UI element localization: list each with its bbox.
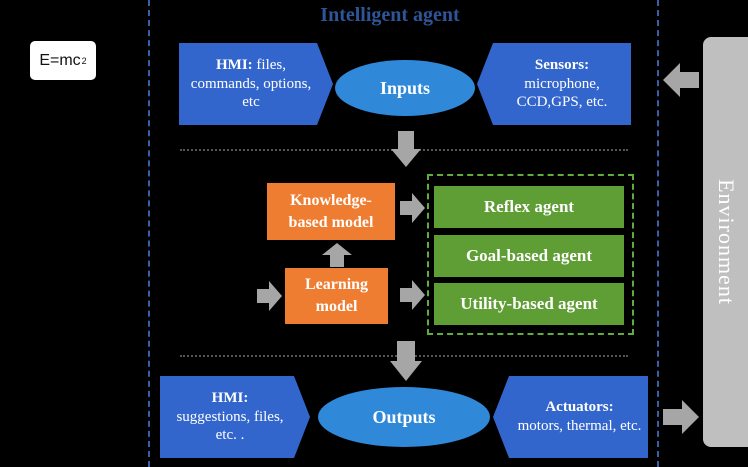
hmi-output-box: HMI: suggestions, files, etc. . bbox=[166, 376, 294, 458]
hmi-output-box-shape bbox=[160, 376, 310, 458]
arrow-learning-to-agents bbox=[400, 280, 425, 310]
knowledge-line-2: based model bbox=[288, 213, 374, 231]
environment-label: Environment bbox=[713, 179, 739, 305]
reflex-agent-box: Reflex agent bbox=[434, 186, 624, 228]
inputs-ellipse: Inputs bbox=[335, 60, 475, 116]
agents-group bbox=[427, 174, 634, 335]
knowledge-line-1: Knowledge- bbox=[290, 191, 372, 209]
arrow-learning-up bbox=[322, 243, 352, 267]
hmi-output-text: suggestions, files, etc. . bbox=[176, 408, 284, 444]
knowledge-model-box: Knowledge- based model bbox=[267, 183, 395, 240]
arrow-inputs-down bbox=[391, 131, 421, 167]
sensors-box: Sensors: microphone, CCD,GPS, etc. bbox=[497, 43, 627, 125]
agent-boundary-left bbox=[148, 0, 150, 467]
hmi-output-label: HMI: bbox=[211, 389, 249, 406]
logo-superscript: 2 bbox=[81, 55, 87, 66]
arrow-into-learning bbox=[257, 281, 282, 311]
hmi-input-text: files, commands, options, etc bbox=[190, 56, 312, 111]
learning-model-box: Learning model bbox=[285, 268, 388, 324]
sensors-box-shape bbox=[477, 43, 631, 125]
hmi-input-box: HMI: files, commands, options, etc bbox=[186, 43, 316, 125]
logo-text: E=mc bbox=[39, 51, 81, 69]
learning-line-1: Learning bbox=[304, 276, 369, 294]
goal-based-agent-box: Goal-based agent bbox=[434, 235, 624, 277]
arrow-outputs-down bbox=[390, 341, 422, 381]
actuators-box-shape bbox=[493, 376, 648, 458]
actuators-box: Actuators: motors, thermal, etc. bbox=[513, 376, 646, 458]
sensors-label: Sensors: bbox=[534, 56, 590, 73]
outputs-ellipse: Outputs bbox=[318, 387, 490, 447]
learning-line-2: model bbox=[315, 298, 358, 315]
arrow-knowledge-to-agents bbox=[400, 193, 425, 223]
sensors-text: microphone, CCD,GPS, etc. bbox=[516, 75, 608, 111]
hmi-input-box-shape bbox=[179, 43, 333, 125]
utility-based-agent-box: Utility-based agent bbox=[434, 283, 624, 325]
diagram-title: Intelligent agent bbox=[320, 4, 460, 26]
actuators-label: Actuators: bbox=[545, 399, 614, 416]
hmi-input-label: HMI: bbox=[216, 56, 253, 73]
arrow-actuators-to-env bbox=[663, 400, 699, 434]
agent-boundary-right bbox=[657, 0, 659, 467]
actuators-text: motors, thermal, etc. bbox=[517, 418, 642, 434]
environment-bar bbox=[703, 37, 748, 447]
environment-label-wrap: Environment bbox=[703, 37, 748, 447]
arrow-env-to-sensors bbox=[663, 63, 699, 97]
